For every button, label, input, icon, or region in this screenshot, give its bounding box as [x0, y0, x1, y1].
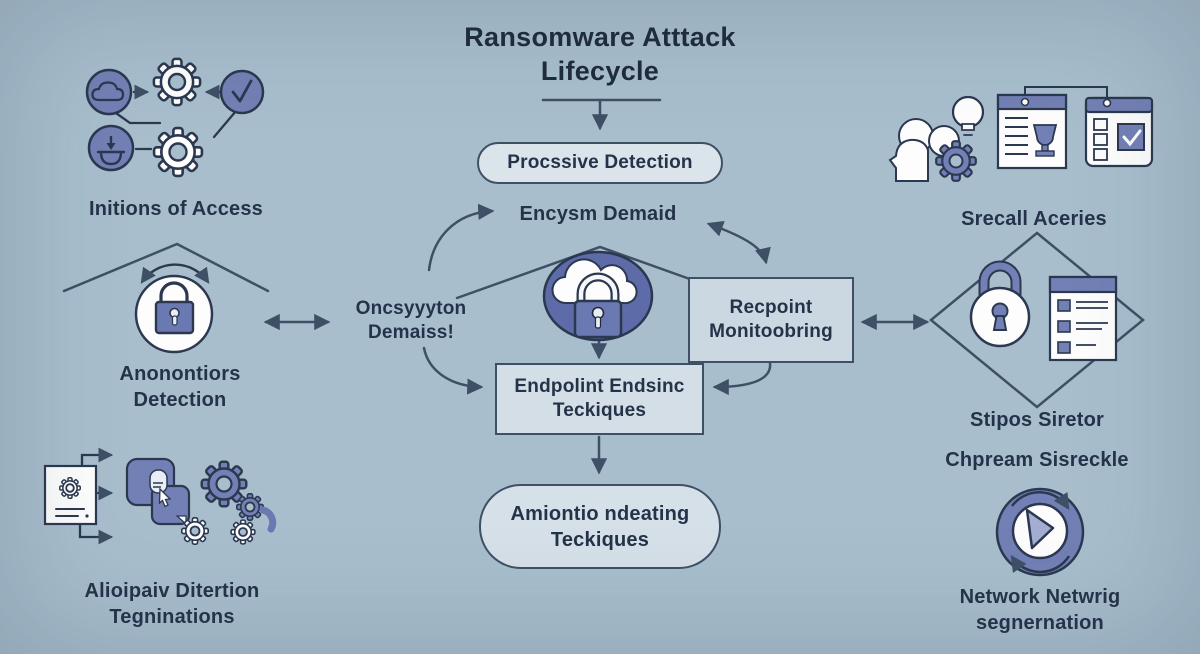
checkmark-icon [219, 69, 265, 115]
cursor-icon [158, 487, 172, 508]
label-alioipaiv-tegninations: Alioipaiv Ditertion Tegninations [84, 580, 260, 628]
gear-icon [181, 516, 209, 546]
page-title-line2: Lifecycle [540, 56, 660, 86]
anomaly-detection-icon [62, 242, 270, 354]
cycle-arrow-top [1010, 491, 1070, 511]
page-title-line1: Ransomware Atttack [464, 22, 736, 52]
initial-access-icon-cluster [85, 57, 265, 178]
document-gear-icon [43, 464, 98, 526]
network-segmentation-icon [995, 487, 1085, 577]
gear-icon [152, 57, 202, 107]
play-triangle-icon [1025, 508, 1055, 550]
gear-icon [200, 460, 248, 508]
app-window-cursor-icon [125, 457, 191, 526]
node-endpolint-endsinc: Endpolint Endsinc Teckiques [495, 363, 704, 435]
gear-fragment-icon [259, 506, 277, 533]
padlock-icon [969, 260, 1031, 348]
node-amiontio-teckiques: Amiontio ndeating Teckiques [479, 484, 721, 569]
check-icon [1122, 129, 1142, 147]
gear-icon [935, 140, 977, 182]
label-anonontiors-detection: Anonontiors Detection [119, 363, 241, 411]
roof-icon [62, 242, 270, 293]
label-initions-of-access: Initions of Access [88, 198, 263, 220]
curve-arrow-to-endpolint [422, 346, 484, 395]
curve-arrow-to-encysm [427, 203, 495, 272]
node-procssive-detection: Procssive Detection [477, 142, 723, 184]
lightbulb-icon [951, 95, 985, 136]
flow-arrows [263, 98, 930, 475]
label-chpream-sisreckle: Chpream Sisreckle [945, 449, 1129, 471]
download-basket-icon [87, 124, 135, 172]
backup-verification-icon [929, 231, 1145, 409]
gear-icon [230, 519, 256, 545]
cloud-icon [85, 68, 133, 116]
hanger-line [1024, 86, 1108, 98]
node-recpoint-monitoobring: Recpoint Monitoobring [688, 277, 854, 363]
encryption-icon [455, 245, 745, 342]
checklist-card-icon [1048, 275, 1118, 362]
recall-icon-cluster [888, 86, 1154, 182]
label-network-segnernation: Network Netwrig segnernation [959, 586, 1121, 634]
checklist-panel-icon [1084, 96, 1154, 168]
padlock-icon [573, 272, 623, 339]
label-oncsyyyton-demaiss: Oncsyyyton Demaiss! [355, 298, 467, 343]
padlock-icon [134, 274, 214, 354]
connector-line [111, 109, 162, 125]
rotate-arrows-icon [140, 263, 210, 284]
cycle-arrow-bottom [1010, 554, 1071, 574]
gear-icon [236, 492, 265, 522]
doc-arrow-top [80, 447, 114, 470]
gear-icon [152, 126, 204, 178]
recpoint-endpolint-curve [712, 361, 772, 396]
page-title: Ransomware Atttack Lifecycle [380, 20, 820, 88]
label-stipos-siretor: Stipos Siretor [970, 409, 1104, 431]
encysm-recpoint-double-curve [706, 221, 771, 265]
doc-arrow-bottom [78, 522, 114, 545]
report-panel-icon [996, 93, 1068, 170]
label-srecall-aceries: Srecall Aceries [961, 208, 1107, 230]
behavior-detection-icon-cluster [43, 447, 277, 546]
connector-line [212, 109, 238, 139]
label-encysm-demaid: Encysm Demaid [519, 203, 677, 225]
